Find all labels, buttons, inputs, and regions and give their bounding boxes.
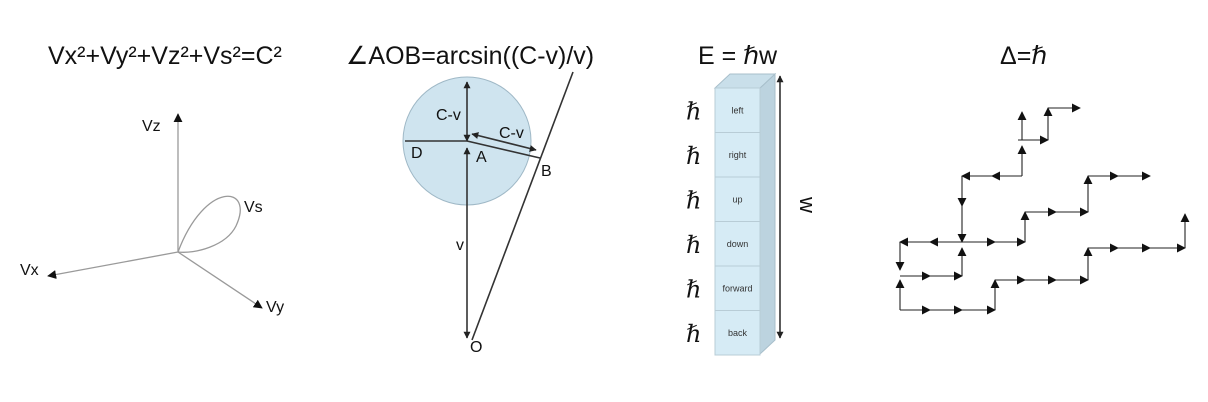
column-cell-back bbox=[714, 310, 761, 356]
panel4-title: Δ=ℏ bbox=[1000, 42, 1047, 70]
cv-diag-label: C-v bbox=[499, 125, 524, 142]
panel-energy-column: E = ℏw leftℏrightℏupℏdownℏforwardℏbackℏ … bbox=[686, 42, 820, 356]
cv-diag-arrow bbox=[471, 132, 537, 152]
hbar-symbol: ℏ bbox=[686, 231, 701, 259]
panel-velocity-axes: Vx²+Vy²+Vz²+Vs²=C² Vz Vx Vy Vs bbox=[20, 42, 284, 316]
axis-s-label: Vs bbox=[244, 199, 263, 216]
hbar-symbol: ℏ bbox=[686, 142, 701, 170]
axis-x-label: Vx bbox=[20, 262, 39, 279]
column-cell-up bbox=[714, 176, 761, 222]
panel-circle-geometry: ∠AOB=arcsin((C-v)/v) C-v D C-v A B v O bbox=[346, 42, 594, 356]
column-cell-down bbox=[714, 221, 761, 267]
hbar-symbol: ℏ bbox=[686, 97, 701, 125]
axis-y-arrow bbox=[177, 251, 263, 309]
column-cell-forward bbox=[714, 265, 761, 311]
w-label: w bbox=[795, 196, 820, 213]
column-cell-label: forward bbox=[722, 283, 752, 293]
column-cell-label: back bbox=[728, 328, 748, 338]
column-cell-right bbox=[714, 132, 761, 178]
panel1-title: Vx²+Vy²+Vz²+Vs²=C² bbox=[48, 42, 282, 70]
column-cell-label: up bbox=[732, 194, 742, 204]
axis-x-arrow bbox=[47, 251, 179, 279]
axis-y-label: Vy bbox=[266, 299, 284, 316]
axis-s-loop bbox=[177, 195, 241, 253]
axis-z-label: Vz bbox=[142, 118, 161, 135]
tangent-line bbox=[471, 71, 574, 341]
point-b-label: B bbox=[541, 163, 552, 180]
random-walk-arrows-icon bbox=[895, 103, 1190, 315]
point-o-label: O bbox=[470, 339, 482, 356]
column-cell-label: left bbox=[731, 105, 744, 115]
ab-line bbox=[466, 140, 541, 159]
column-cells: left ℏ right ℏ up ℏ down ℏ forward ℏ back ℏ bbox=[686, 87, 761, 356]
hbar-symbol: ℏ bbox=[686, 275, 701, 303]
column-cell-label: right bbox=[729, 150, 747, 160]
v-label: v bbox=[456, 237, 464, 254]
hbar-symbol: ℏ bbox=[686, 186, 701, 214]
point-d-label: D bbox=[411, 145, 423, 162]
cv-vertical-label: C-v bbox=[436, 107, 461, 124]
column-cell-label: down bbox=[727, 239, 749, 249]
hbar-symbol: ℏ bbox=[686, 320, 701, 348]
column-side-face bbox=[759, 72, 776, 356]
panel2-title: ∠AOB=arcsin((C-v)/v) bbox=[346, 42, 594, 70]
point-a-label: A bbox=[476, 149, 487, 166]
column-cell-left bbox=[714, 87, 761, 133]
panel3-title: E = ℏw bbox=[698, 42, 778, 70]
panel-random-walk: Δ=ℏ bbox=[895, 42, 1190, 315]
